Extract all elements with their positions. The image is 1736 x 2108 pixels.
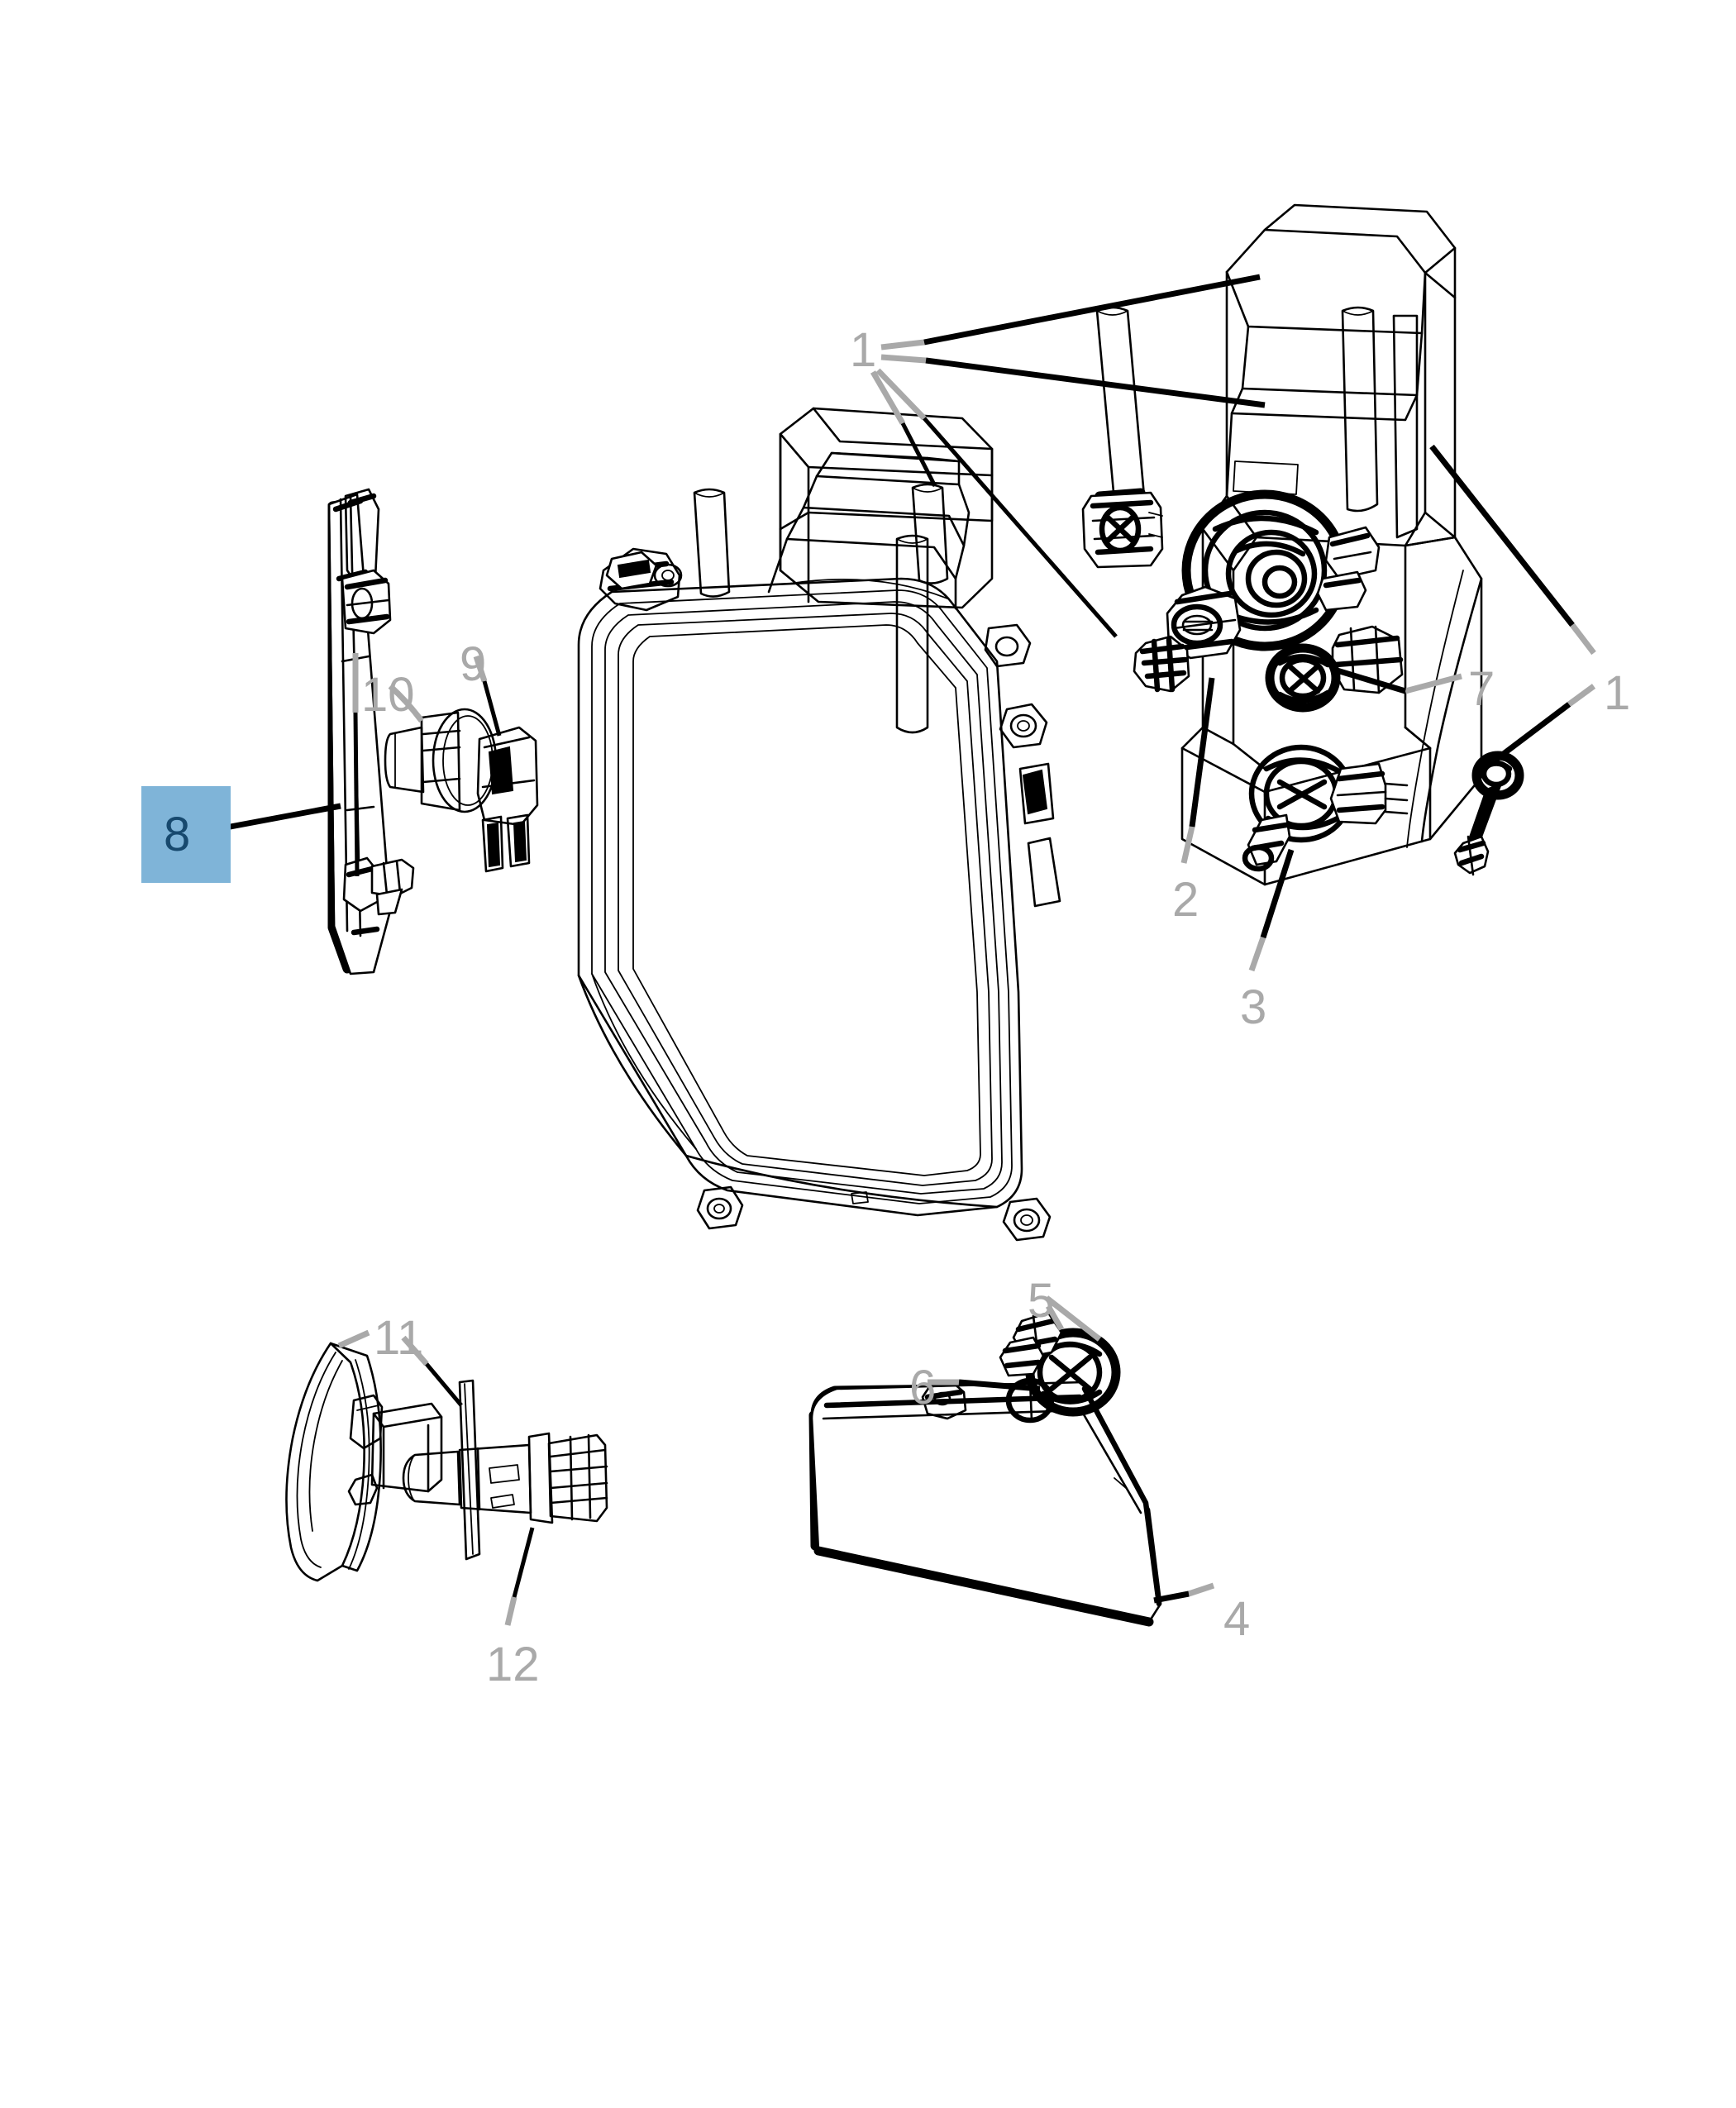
callout-label-8: 8 [164, 808, 191, 861]
leader-line-7 [1333, 666, 1462, 694]
callout-label-5: 5 [1028, 1274, 1055, 1328]
leader-line-10 [352, 653, 424, 877]
lower-bulb-item3 [1242, 744, 1409, 872]
callout-label-10: 10 [361, 668, 415, 722]
bulb-post-right [1341, 306, 1379, 513]
leader-line-6 [928, 1379, 1041, 1392]
highlight-box-callout-8 [141, 786, 231, 883]
leader-line-4 [1153, 1582, 1215, 1604]
callout-label-6: 6 [909, 1361, 937, 1414]
headlamp-housing-main [577, 451, 1061, 1242]
callout-label-1-right: 1 [1604, 666, 1631, 720]
leader-line-1-right [1429, 444, 1596, 763]
callout-label-4: 4 [1223, 1592, 1251, 1646]
park-lamp-lens-item4 [808, 1381, 1162, 1627]
park-lamp-socket-item5 [999, 1311, 1121, 1424]
callout-label-9: 9 [460, 637, 487, 691]
hid-bulb-assembly [1166, 489, 1381, 660]
callout-label-11: 11 [374, 1311, 424, 1365]
leader-line-1-top [870, 274, 1266, 638]
bulb-retainer-item12 [402, 1379, 608, 1561]
leader-line-2 [1180, 677, 1215, 864]
socket-assembly-item9 [384, 708, 539, 873]
upper-left-carrier-box [779, 407, 994, 734]
headlamp-bulb-left [1081, 488, 1164, 569]
leader-line-3 [1248, 848, 1295, 972]
small-connector-item2 [1133, 635, 1190, 693]
bulb-post-far-right [1392, 314, 1419, 539]
leader-line-5 [1044, 1295, 1102, 1342]
round-lamp-item11 [285, 1342, 443, 1582]
callout-label-1-top: 1 [850, 323, 877, 377]
leader-line-9 [473, 655, 502, 737]
callout-label-12: 12 [486, 1638, 540, 1691]
leader-line-12 [504, 1527, 535, 1626]
side-marker-bezel-item8 [327, 488, 415, 975]
callout-label-2: 2 [1172, 873, 1199, 927]
callout-label-3: 3 [1240, 980, 1267, 1034]
leader-line-11 [337, 1329, 463, 1407]
callout-label-7: 7 [1468, 662, 1495, 716]
